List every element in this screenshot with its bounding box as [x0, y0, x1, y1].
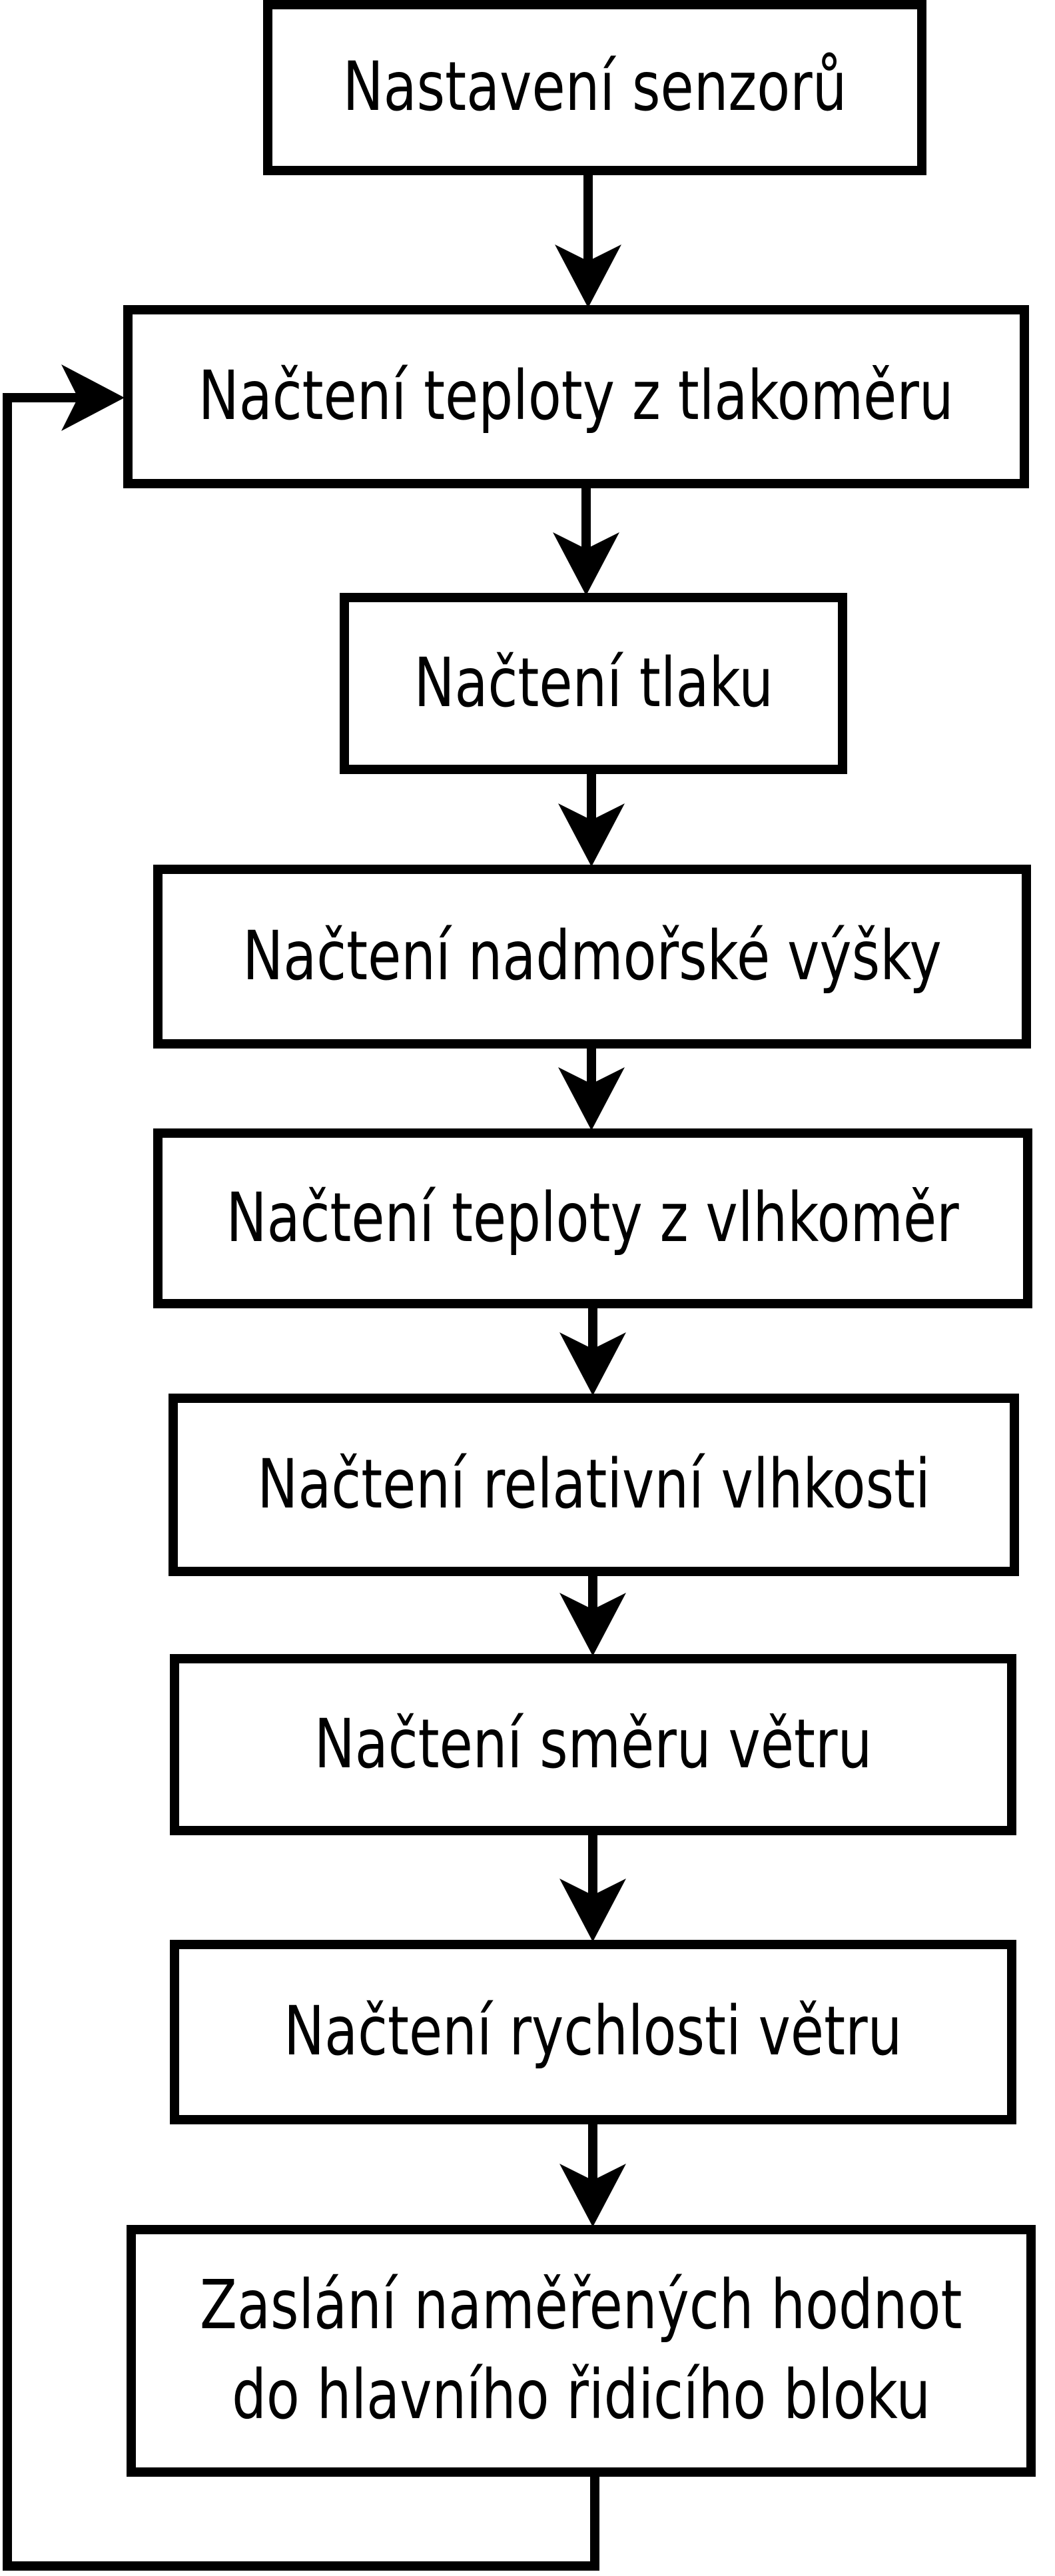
node-label: Nastavení senzorů — [342, 47, 847, 127]
edge-loop-back-arrowhead — [61, 364, 125, 431]
node-nastaveni-senzoru: Nastavení senzorů — [263, 0, 926, 175]
node-nacteni-teploty-z-tlakomeru: Načtení teploty z tlakoměru — [123, 305, 1029, 488]
node-label: Načtení relativní vlhkosti — [257, 1444, 930, 1524]
node-nacteni-teploty-z-vlhkomer: Načtení teploty z vlhkoměr — [153, 1128, 1032, 1308]
edge-4-arrowhead — [558, 1067, 625, 1130]
node-label: Načtení rychlosti větru — [284, 1992, 902, 2072]
node-label: Načtení teploty z tlakoměru — [198, 356, 954, 436]
node-label: Načtení tlaku — [414, 643, 773, 723]
edge-loop-back-line — [3, 393, 599, 2571]
edge-6-arrowhead — [559, 1593, 626, 1656]
node-label: Načtení směru větru — [314, 1704, 873, 1784]
node-nacteni-tlaku: Načtení tlaku — [340, 593, 847, 774]
node-label-line-2: do hlavního řidicího bloku — [232, 2356, 930, 2435]
edge-2-arrowhead — [553, 532, 619, 596]
edge-8-arrowhead — [559, 2164, 626, 2227]
node-label: Načtení teploty z vlhkoměr — [226, 1178, 960, 1258]
node-nacteni-rychlosti-vetru: Načtení rychlosti větru — [170, 1940, 1016, 2124]
node-zaslani-namerenych-hodnot: Zaslání naměřených hodnot do hlavního ři… — [127, 2225, 1036, 2477]
edge-3-arrowhead — [558, 803, 625, 867]
node-nacteni-nadmorske-vysky: Načtení nadmořské výšky — [153, 865, 1031, 1049]
node-nacteni-smeru-vetru: Načtení směru větru — [170, 1654, 1016, 1835]
node-label-line-1: Zaslání naměřených hodnot — [200, 2266, 962, 2346]
edge-1-arrowhead — [555, 244, 621, 308]
edge-7-arrowhead — [559, 1879, 626, 1942]
edge-5-arrowhead — [559, 1332, 626, 1396]
node-label: Načtení nadmořské výšky — [242, 916, 942, 996]
node-nacteni-relativni-vlhkosti: Načtení relativní vlhkosti — [169, 1394, 1019, 1576]
